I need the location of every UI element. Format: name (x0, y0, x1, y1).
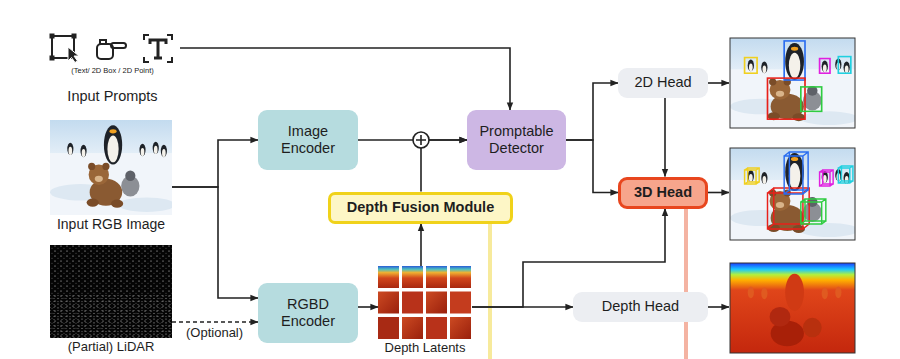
latent-block: Depth Latents (378, 266, 472, 339)
box-2d (820, 59, 830, 74)
output-arrow (708, 306, 729, 308)
guide-bar (684, 208, 688, 359)
connector-arrow (172, 321, 258, 323)
output-3d-photo (730, 148, 858, 240)
box-2d (838, 57, 851, 74)
depth-shape (803, 318, 822, 338)
prompt-icons (50, 34, 173, 63)
box-label: RGBD Encoder (266, 296, 350, 331)
lidar-image (50, 245, 172, 338)
detector-box: Promptable Detector (467, 110, 566, 170)
caption: Input Prompts (45, 88, 180, 105)
output-arrow (708, 82, 729, 84)
box-label: Depth Head (602, 298, 679, 315)
sum-plus (416, 135, 426, 145)
box-label: 3D Head (634, 184, 692, 201)
latent-cell (402, 317, 423, 339)
depth-shape (835, 286, 841, 298)
3d-boxes (745, 152, 853, 229)
box-icon-corner (72, 34, 77, 39)
box-2d (745, 58, 758, 74)
image-frame (730, 263, 855, 353)
edge-label: (Optional) (186, 326, 243, 340)
depth-shape (761, 287, 767, 299)
latent-cell (450, 266, 471, 288)
caption: (Partial) LiDAR (68, 340, 155, 354)
text-icon-frame (144, 35, 172, 62)
box-label: Depth Fusion Module (347, 199, 494, 216)
connector-arrow (421, 140, 467, 192)
box-3d (801, 199, 826, 224)
fusion-box: Depth Fusion Module (328, 192, 513, 224)
depth-shape (785, 274, 804, 311)
latent-cell (378, 292, 399, 314)
box-2d (801, 87, 822, 111)
output-arrow (708, 192, 729, 194)
lidar-points (50, 245, 172, 338)
box-label: 2D Head (634, 74, 691, 91)
guide-bar (488, 223, 492, 359)
caption: Depth Latents (385, 341, 466, 355)
output-2d-photo (730, 38, 858, 128)
head-box: 3D Head (618, 177, 708, 209)
image-input: Input RGB Image (50, 120, 172, 215)
depth-shape (770, 307, 791, 327)
head-box: 2D Head (618, 68, 708, 98)
depth-silhouettes (748, 274, 842, 346)
connector-arrow (566, 83, 618, 140)
encoder-box: RGBD Encoder (258, 283, 358, 343)
caption: Input RGB Image (57, 217, 165, 232)
box-icon-corner (50, 34, 55, 39)
depth-shape (748, 286, 754, 298)
box-3d (745, 168, 760, 184)
box-label: Image Encoder (266, 123, 350, 158)
rgb-photo (50, 120, 175, 215)
sum-symbol (413, 132, 429, 148)
box-2d (768, 78, 806, 119)
image-frame (730, 38, 855, 128)
lidar-points-dense (50, 295, 172, 338)
latent-cell (378, 317, 399, 339)
box-3d (838, 166, 853, 183)
encoder-box: Image Encoder (258, 110, 358, 170)
connector-arrow (172, 187, 258, 298)
depth-map (730, 263, 855, 353)
text-icon-glyph (150, 40, 166, 58)
connector-arrow (664, 98, 666, 177)
connector-arrow (566, 140, 618, 193)
depth-shape (822, 287, 828, 299)
box-3d (784, 152, 808, 194)
latent-cell (450, 292, 471, 314)
sum-circle (413, 132, 429, 148)
latent-cell (450, 317, 471, 339)
box-icon-corner (50, 56, 55, 61)
image-frame (730, 148, 855, 240)
latent-cell (402, 292, 423, 314)
latent-cell (378, 266, 399, 288)
box-2d (784, 41, 805, 80)
box-3d (820, 170, 834, 186)
hand-finger (111, 43, 126, 48)
2d-boxes (745, 41, 851, 119)
lidar-input: (Partial) LiDAR (50, 245, 172, 338)
latent-cell (402, 266, 423, 288)
box-label: Promptable Detector (475, 123, 558, 158)
connector-arrow (420, 224, 422, 267)
hand-thumb (100, 40, 106, 44)
prompt-group: (Text/ 2D Box / 2D Point) Input Prompts (45, 28, 180, 108)
latent-cell (426, 317, 447, 339)
latent-grid (378, 266, 471, 339)
connector-arrow (172, 140, 258, 187)
caption: (Text/ 2D Box / 2D Point) (45, 66, 180, 75)
connector-arrow (180, 48, 510, 110)
latent-cell (426, 266, 447, 288)
latent-cell (426, 292, 447, 314)
connector-arrow (358, 306, 378, 308)
head-box: Depth Head (573, 292, 708, 322)
cursor-icon (68, 47, 79, 63)
